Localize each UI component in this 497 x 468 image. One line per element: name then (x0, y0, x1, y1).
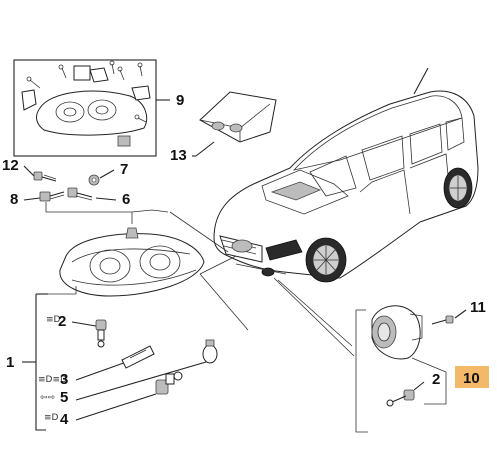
car-antenna (413, 67, 429, 95)
kit-bracket-right (131, 85, 151, 101)
headlamp-unit (40, 227, 205, 297)
label-2b: 2 (432, 371, 440, 388)
label-12: 12 (2, 157, 19, 174)
leader-3 (75, 359, 133, 381)
label-10: 10 (463, 370, 480, 387)
headlamp-mount-tab (125, 227, 139, 239)
screw-12 (33, 171, 57, 182)
turn-signal-symbol-icon: ⇦⇨ (40, 393, 56, 403)
nut-7 (88, 174, 100, 186)
leader-7 (99, 169, 115, 179)
leader-6 (95, 197, 117, 201)
leader-2b (413, 381, 425, 391)
fog-lamp-group: 11 2 10 (355, 299, 489, 433)
fasteners-group: 12 8 7 6 (2, 157, 133, 224)
fog-bulb (386, 389, 415, 407)
car-grille-badge (231, 239, 253, 253)
car-windscreen (309, 155, 357, 197)
kit-clip (117, 135, 131, 147)
kit-headlamp-outline (36, 90, 148, 136)
leader-13 (195, 141, 215, 157)
kit-lens-right (87, 99, 117, 121)
car-callout-lines (131, 209, 355, 357)
kit-bulb-b (229, 123, 243, 133)
car-front-window (361, 135, 405, 181)
screw-8 (39, 191, 65, 202)
label-3: 3 (60, 371, 68, 388)
label-13: 13 (170, 147, 187, 164)
bracket-1 (35, 294, 46, 431)
dipped-beam-symbol-icon: ≡D≡D (38, 375, 67, 385)
leader-2a (71, 321, 97, 327)
kit-lens-left (55, 101, 85, 123)
fog-lamp (371, 305, 423, 360)
car-rear-window (409, 123, 443, 165)
dipped-beam-bulb-row: ≡D≡D 3 (38, 345, 155, 388)
dipped-beam-bulb (121, 345, 155, 369)
screw-6 (67, 187, 93, 201)
label-11: 11 (470, 299, 486, 316)
label-2a: 2 (58, 313, 66, 330)
car-illustration (213, 67, 479, 283)
main-beam-symbol-icon: ≡D (44, 413, 59, 423)
label-10-highlight (455, 366, 489, 388)
sidelight-symbol-icon: ≡D (46, 315, 61, 325)
sidelight-bulb (95, 319, 107, 348)
label-5: 5 (60, 389, 68, 406)
screw-11 (431, 315, 454, 325)
leader-8 (23, 197, 41, 201)
sidelight-bulb-row: ≡D 2 (46, 313, 107, 348)
headlamp-reflector-right (139, 245, 181, 279)
leader-5 (75, 361, 207, 401)
car-body (213, 90, 479, 279)
kit-bracket-top (73, 65, 91, 81)
leader-12 (23, 165, 35, 177)
car-front-wheel (305, 237, 347, 283)
label-8: 8 (10, 191, 18, 208)
label-7: 7 (120, 161, 128, 178)
car-roof (292, 95, 463, 171)
headlamp-bracket-kit-group: 9 (13, 59, 184, 157)
car-headlamp (265, 239, 303, 261)
label-4: 4 (60, 411, 69, 428)
main-beam-bulb (155, 371, 183, 395)
turn-signal-bulb-row: ⇦⇨ 5 (40, 339, 218, 406)
label-9: 9 (176, 92, 184, 109)
headlamp-housing (59, 233, 205, 297)
fog-group-bracket-right (411, 357, 447, 405)
bulb-kit-box (199, 91, 277, 143)
item-1-bracket: 1 (6, 293, 48, 431)
label-1: 1 (6, 354, 14, 371)
fog-group-bracket-left (355, 310, 368, 433)
fastener-bracket-line (45, 202, 133, 224)
bulb-kit-box-group: 13 (170, 91, 277, 164)
kit-9-frame (13, 59, 157, 157)
leader-11 (454, 309, 467, 319)
leader-4 (75, 393, 157, 421)
car-engine-bay (261, 169, 349, 215)
turn-signal-bulb (202, 339, 218, 364)
main-beam-bulb-row: ≡D 4 (44, 371, 183, 428)
kit-bracket-left (21, 89, 37, 111)
car-rear-wheel (443, 167, 473, 209)
kit-bulb-a (211, 121, 225, 131)
label-6: 6 (122, 191, 130, 208)
